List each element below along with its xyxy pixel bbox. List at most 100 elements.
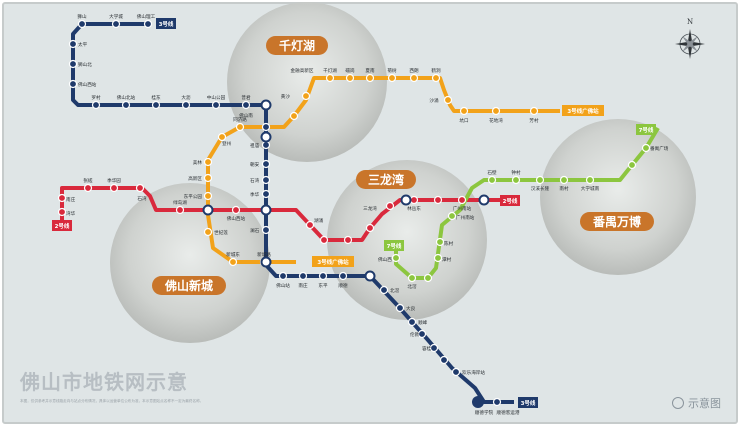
station-dot[interactable] [241,100,251,110]
station-dot[interactable] [487,175,497,185]
station-dot[interactable] [325,73,335,83]
station-dot[interactable] [68,39,78,49]
station-dot[interactable] [217,132,227,142]
station-label: 澜石 [250,227,260,234]
station-dot[interactable] [261,122,271,132]
station-dot[interactable] [203,173,213,183]
station-dot[interactable] [431,73,441,83]
station-dot[interactable] [278,271,288,281]
station-dot[interactable] [409,73,419,83]
station-dot[interactable] [433,253,443,263]
station-dot[interactable] [261,140,271,150]
station-dot[interactable] [151,100,161,110]
station-dot[interactable] [627,160,637,170]
station-dot[interactable] [429,343,439,353]
station-dot[interactable] [457,195,467,205]
station-dot[interactable] [407,273,417,283]
line-badge-gf-south: 3号线广佛站 [317,258,349,266]
station-dot[interactable] [423,273,433,283]
station-dot[interactable] [391,253,401,263]
terminal-marker[interactable] [472,396,484,408]
station-dot[interactable] [338,271,348,281]
interchange-dot[interactable] [202,204,214,216]
station-dot[interactable] [57,193,67,203]
interchange-dot[interactable] [260,131,272,143]
station-dot[interactable] [231,205,241,215]
interchange-dot[interactable] [260,99,272,111]
station-dot[interactable] [109,183,119,193]
station-dot[interactable] [459,106,469,116]
station-dot[interactable] [343,235,353,245]
station-dot[interactable] [301,91,311,101]
station-dot[interactable] [345,73,355,83]
station-dot[interactable] [407,317,417,327]
station-dot[interactable] [261,159,271,169]
station-dot[interactable] [121,100,131,110]
station-dot[interactable] [409,195,419,205]
station-dot[interactable] [91,100,101,110]
station-dot[interactable] [261,225,271,235]
station-dot[interactable] [203,191,213,201]
station-dot[interactable] [365,73,375,83]
station-dot[interactable] [451,367,461,377]
station-dot[interactable] [57,207,67,217]
station-dot[interactable] [83,183,93,193]
interchange-dot[interactable] [260,256,272,268]
station-label: 东平公园 [184,193,203,200]
station-dot[interactable] [365,223,375,233]
station-dot[interactable] [235,122,245,132]
line-badges: 3号线 3号线 2号线 2号线 7号线 7号线 3号线广佛站 3号线广佛站 [52,18,656,408]
station-dot[interactable] [585,175,595,185]
station-dot[interactable] [261,175,271,185]
station-dot[interactable] [305,220,315,230]
station-label: 菊树 [387,67,397,74]
station-dot[interactable] [491,106,501,116]
station-dot[interactable] [443,95,453,105]
station-dot[interactable] [439,355,449,365]
station-dot[interactable] [203,227,213,237]
station-dot[interactable] [511,175,521,185]
station-dot[interactable] [435,237,445,247]
station-label: 鹤洞 [431,67,441,74]
station-dot[interactable] [68,59,78,69]
station-dot[interactable] [181,100,191,110]
station-dot[interactable] [433,195,443,205]
station-dot[interactable] [535,175,545,185]
station-dot[interactable] [385,201,395,211]
station-dot[interactable] [203,157,213,167]
interchange-dot[interactable] [478,194,490,206]
station-dot[interactable] [529,106,539,116]
station-label: 林岳东 [407,205,421,212]
station-dot[interactable] [559,175,569,185]
interchange-stations [202,99,490,282]
station-dot[interactable] [318,271,328,281]
station-dot[interactable] [175,205,185,215]
station-label: 普君 [241,94,251,101]
station-dot[interactable] [417,329,427,339]
station-label: 佛山站 [276,282,290,289]
interchange-dot[interactable] [400,194,412,206]
station-dot[interactable] [135,183,145,193]
station-label: 朝安 [250,161,260,168]
station-dot[interactable] [289,111,299,121]
station-dot[interactable] [77,19,87,29]
station-dot[interactable] [143,19,153,29]
station-dot[interactable] [211,100,221,110]
station-dot[interactable] [387,73,397,83]
interchange-dot[interactable] [364,270,376,282]
station-label: 顺德客运港 [497,409,520,416]
station-dot[interactable] [379,285,389,295]
station-dot[interactable] [447,211,457,221]
station-dot[interactable] [298,271,308,281]
station-dot[interactable] [395,303,405,313]
station-dot[interactable] [641,143,651,153]
interchange-dot[interactable] [260,204,272,216]
station-dot[interactable] [319,235,329,245]
station-dot[interactable] [228,257,238,267]
station-dot[interactable] [68,79,78,89]
station-label: 季华 [250,191,260,198]
station-dot[interactable] [111,19,121,29]
station-dot[interactable] [492,397,502,407]
station-dot[interactable] [261,189,271,199]
station-label: 太平 [78,41,88,48]
